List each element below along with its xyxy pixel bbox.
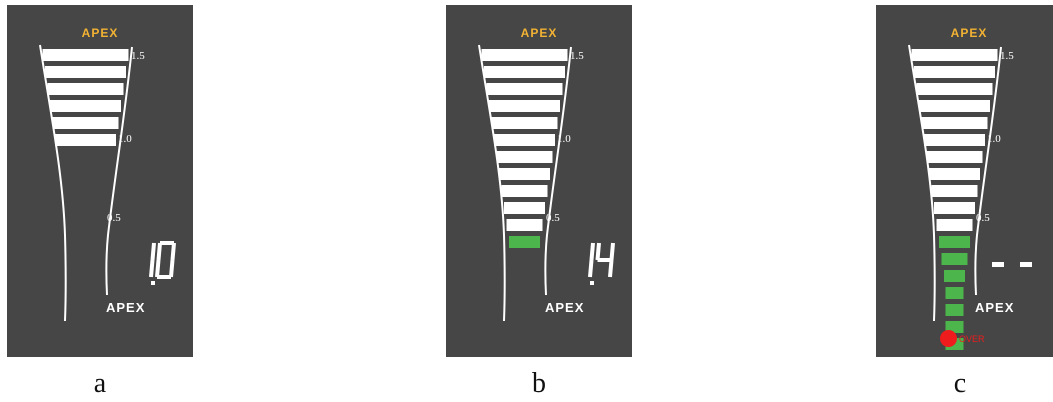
meter-left-curve xyxy=(39,44,67,322)
readout-digit-1-segment-b xyxy=(150,242,156,261)
over-label: OVER xyxy=(959,333,985,344)
level-bar-1 xyxy=(481,49,568,61)
level-bar-5 xyxy=(52,117,119,129)
level-bar-11 xyxy=(506,219,543,231)
readout-digit-2-segment-e xyxy=(155,259,161,278)
level-bar-10 xyxy=(934,202,975,214)
active-level-bar-5 xyxy=(945,304,964,316)
level-bar-6 xyxy=(924,134,985,146)
scale-label-1-5: 1.5 xyxy=(1000,50,1014,62)
level-bar-6 xyxy=(55,134,116,146)
readout-digit-1-segment-b xyxy=(589,242,595,261)
level-bar-3 xyxy=(916,83,993,95)
level-bar-2 xyxy=(914,66,995,78)
brand-bottom: APEX xyxy=(975,300,1015,315)
readout-dash-2 xyxy=(1020,262,1032,267)
level-bar-8 xyxy=(929,168,980,180)
level-bar-7 xyxy=(496,151,553,163)
level-bar-4 xyxy=(919,100,990,112)
meter-left-curve xyxy=(908,44,936,322)
readout-dash-1 xyxy=(992,262,1004,267)
level-bar-4 xyxy=(489,100,560,112)
brand-top: APEX xyxy=(81,26,119,40)
level-bar-2 xyxy=(45,66,126,78)
meter-left-curve xyxy=(478,44,506,322)
active-level-bar-2 xyxy=(941,253,968,265)
level-bar-9 xyxy=(501,185,548,197)
level-bar-9 xyxy=(931,185,978,197)
caption-a: a xyxy=(93,368,107,399)
readout-digit-2-segment-b xyxy=(170,242,176,261)
scale-label-1-0: 1.0 xyxy=(118,133,132,145)
scale-label-1-0: 1.0 xyxy=(987,133,1001,145)
readout-digit-1-segment-c xyxy=(149,259,155,278)
meter-graphic xyxy=(478,44,615,322)
level-bar-1 xyxy=(42,49,129,61)
readout-digit-2-segment-c xyxy=(608,259,614,278)
level-readout xyxy=(149,241,176,285)
panel-c: APEX 1.5 1.0 0.5 APEX OVER xyxy=(876,5,1053,357)
readout-digit-1-segment-c xyxy=(588,259,594,278)
scale-label-1-5: 1.5 xyxy=(131,50,145,62)
meter-right-curve xyxy=(974,46,1002,296)
level-bar-6 xyxy=(494,134,555,146)
level-bar-2 xyxy=(484,66,565,78)
readout-digit-2-segment-b xyxy=(609,242,615,261)
scale-label-1-0: 1.0 xyxy=(557,133,571,145)
brand-top: APEX xyxy=(950,26,988,40)
active-level-bar-3 xyxy=(944,270,965,282)
level-bar-5 xyxy=(921,117,988,129)
readout-digit-2-segment-f xyxy=(156,242,162,261)
meter-right-curve xyxy=(544,46,572,296)
caption-b: b xyxy=(532,368,546,399)
scale-label-0-5: 0.5 xyxy=(976,212,990,224)
meter-graphic xyxy=(908,44,1032,350)
level-bar-7 xyxy=(926,151,983,163)
level-bar-8 xyxy=(499,168,550,180)
level-bar-3 xyxy=(486,83,563,95)
active-level-bar-4 xyxy=(945,287,964,299)
brand-bottom: APEX xyxy=(545,300,585,315)
level-bar-10 xyxy=(504,202,545,214)
level-readout xyxy=(588,242,615,285)
active-level-bar-1 xyxy=(509,236,540,248)
meter-right-curve xyxy=(105,46,133,296)
readout-digit-2-segment-f xyxy=(595,242,601,261)
caption-c: c xyxy=(953,368,967,399)
scale-label-1-5: 1.5 xyxy=(570,50,584,62)
level-readout xyxy=(992,262,1032,267)
level-bar-11 xyxy=(936,219,973,231)
brand-top: APEX xyxy=(520,26,558,40)
readout-digit-2-segment-c xyxy=(169,259,175,278)
panel-a: APEX 1.5 1.0 0.5 APEX xyxy=(7,5,193,357)
level-bar-5 xyxy=(491,117,558,129)
brand-bottom: APEX xyxy=(106,300,146,315)
scale-label-0-5: 0.5 xyxy=(107,212,121,224)
level-bar-4 xyxy=(50,100,121,112)
over-led-icon xyxy=(940,330,957,347)
level-bar-1 xyxy=(911,49,998,61)
over-indicator: OVER xyxy=(940,330,985,347)
readout-decimal-point xyxy=(590,281,594,285)
active-level-bar-1 xyxy=(939,236,970,248)
panel-b: APEX 1.5 1.0 0.5 APEX xyxy=(446,5,632,357)
readout-decimal-point xyxy=(151,281,155,285)
meter-graphic xyxy=(39,44,176,322)
scale-label-0-5: 0.5 xyxy=(546,212,560,224)
level-bar-3 xyxy=(47,83,124,95)
